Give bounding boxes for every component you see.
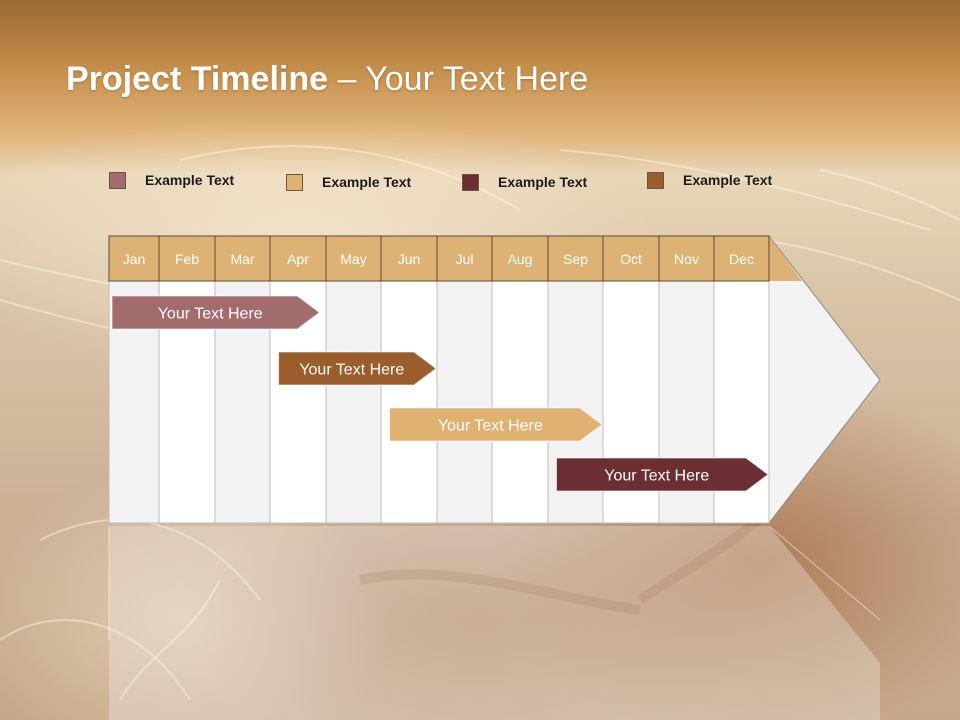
month-label-jan: Jan [123, 251, 146, 267]
task-label-3: Your Text Here [438, 418, 543, 435]
reflection-edge-right [768, 525, 881, 621]
month-label-may: May [340, 251, 366, 267]
legend-swatch-4 [647, 171, 664, 189]
legend-swatch-2 [286, 173, 303, 191]
legend-swatch-3 [462, 173, 479, 191]
legend-item-1: Example Text [109, 170, 234, 190]
task-bar-4 [556, 457, 769, 492]
month-column-jun [380, 280, 438, 524]
month-header-sep [547, 235, 604, 282]
legend-item-2: Example Text [286, 172, 411, 192]
month-label-dec: Dec [729, 251, 754, 267]
month-label-mar: Mar [230, 251, 254, 267]
month-header-jan [108, 235, 160, 282]
task-bar-3 [389, 407, 603, 442]
month-header-jul [436, 235, 493, 282]
month-column-aug [491, 280, 549, 524]
legend-item-3: Example Text [462, 172, 587, 192]
task-bar-1 [111, 295, 321, 330]
task-label-2: Your Text Here [299, 362, 404, 379]
task-bar-2 [278, 351, 437, 386]
month-label-oct: Oct [620, 251, 642, 267]
legend-label-3: Example Text [498, 174, 588, 190]
month-header-jun [380, 235, 438, 282]
month-column-may [325, 280, 382, 524]
task-label-1: Your Text Here [158, 306, 263, 323]
legend-label-1: Example Text [145, 172, 235, 188]
month-header-nov [658, 235, 715, 282]
month-column-jul [436, 280, 493, 524]
month-header-oct [602, 235, 660, 282]
month-label-jul: Jul [456, 251, 474, 267]
month-label-aug: Aug [508, 251, 533, 267]
legend-item-4: Example Text [647, 170, 772, 190]
task-label-4: Your Text Here [604, 468, 709, 485]
page-title: Project Timeline – Your Text Here [66, 60, 588, 99]
legend-label-2: Example Text [322, 174, 412, 190]
month-label-apr: Apr [287, 251, 309, 267]
month-label-sep: Sep [563, 251, 588, 267]
month-label-nov: Nov [674, 251, 699, 267]
legend-label-4: Example Text [683, 172, 773, 188]
month-header-apr [269, 235, 327, 282]
title-bold: Project Timeline [66, 60, 329, 98]
title-rest: – Your Text Here [328, 60, 589, 98]
legend-swatch-1 [109, 171, 126, 189]
timeline-reflection [109, 526, 880, 720]
month-label-feb: Feb [175, 251, 199, 267]
month-header-dec [713, 235, 770, 282]
month-label-jun: Jun [398, 251, 421, 267]
